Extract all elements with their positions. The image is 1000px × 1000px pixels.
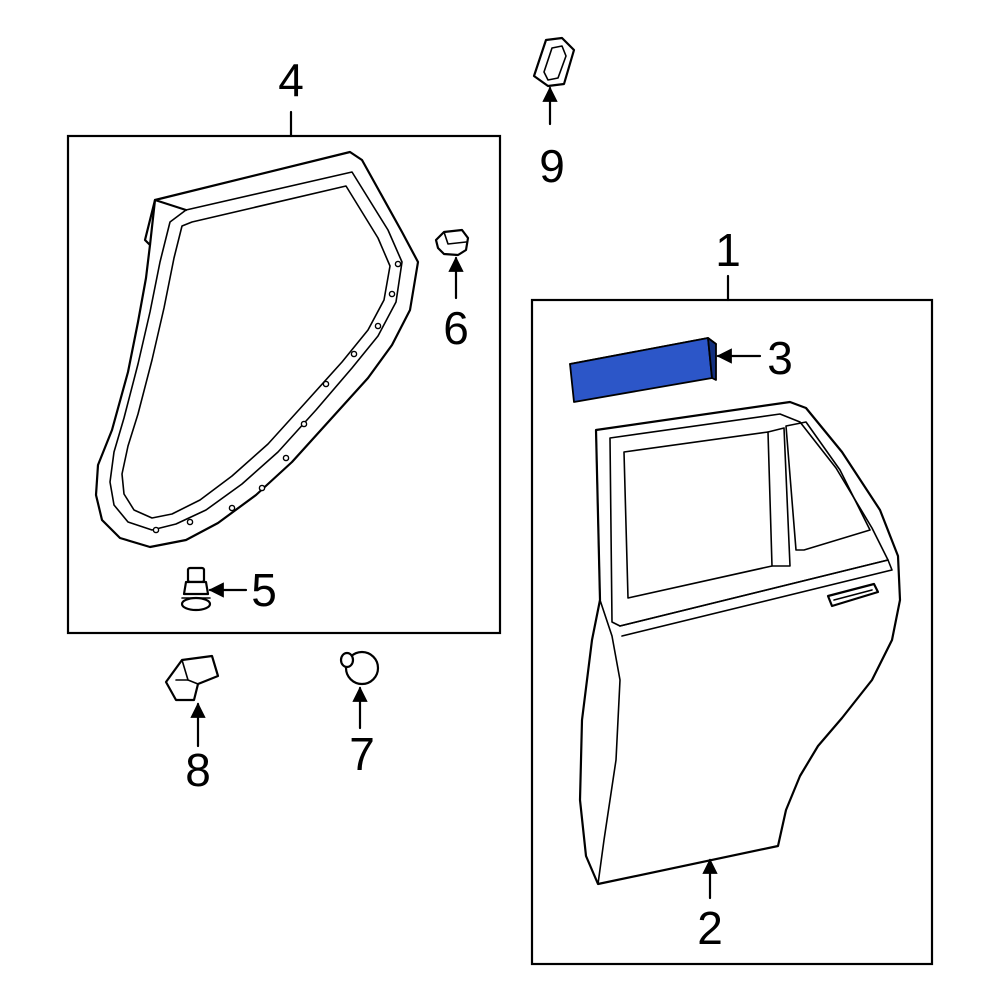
callout-1: 1: [715, 224, 741, 276]
highlighted-part-3: [569, 337, 717, 403]
retainer-clip-6: [434, 228, 470, 257]
push-pin-5: [180, 566, 212, 612]
bumper-7: [339, 650, 380, 686]
group-box-left: [66, 134, 502, 635]
group-box-right: [530, 298, 934, 966]
part-3-side-face: [707, 337, 717, 381]
callout-5: 5: [251, 564, 277, 616]
callout-3: 3: [767, 332, 793, 384]
door-weatherstrip: [94, 150, 420, 549]
plug-9: [532, 36, 576, 88]
callout-7: 7: [349, 728, 375, 780]
part-3-front-face: [569, 337, 713, 403]
callout-2: 2: [697, 902, 723, 954]
callout-9: 9: [539, 140, 565, 192]
callout-4: 4: [278, 54, 304, 106]
callout-6: 6: [443, 302, 469, 354]
cap-8: [164, 654, 220, 702]
door-shell-2: [578, 400, 902, 886]
callout-8: 8: [185, 744, 211, 796]
